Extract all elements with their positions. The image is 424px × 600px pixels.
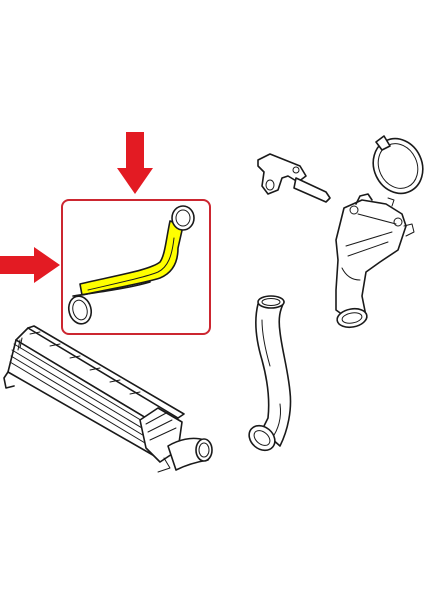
arrow-down-icon <box>117 132 153 194</box>
arrow-right-icon <box>0 247 60 283</box>
intercooler-hose[interactable] <box>66 205 195 326</box>
hose-clamp-ring <box>372 135 424 207</box>
highlight-frame <box>61 199 211 335</box>
intercooler-radiator <box>3 325 213 473</box>
elbow-pipe <box>335 193 415 329</box>
bracket-clip <box>257 153 331 203</box>
curved-hose <box>248 295 292 452</box>
